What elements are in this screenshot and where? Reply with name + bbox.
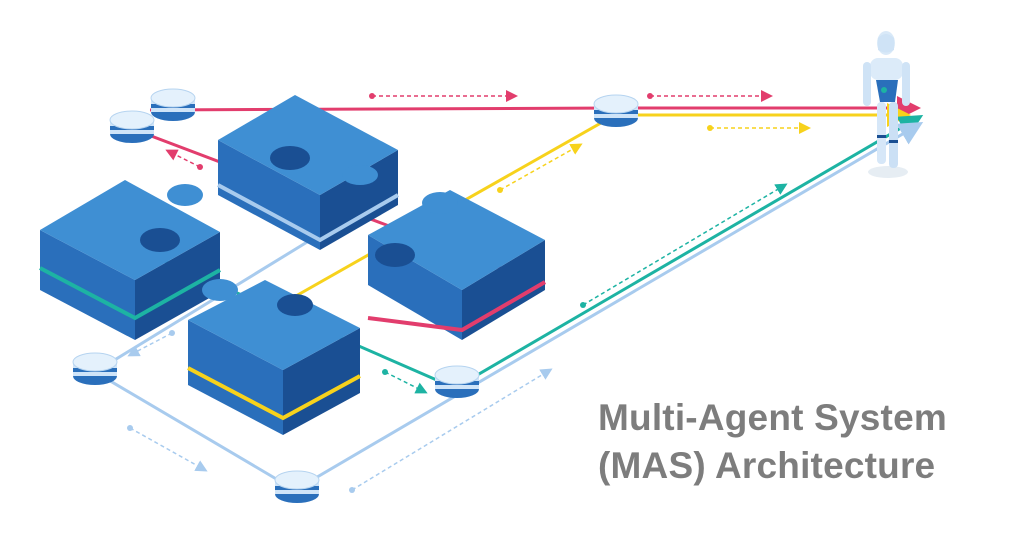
title-line-1: Multi-Agent System (598, 397, 947, 438)
database-node-icon (150, 88, 196, 122)
puzzle-piece-icon (367, 190, 547, 340)
robot-icon (863, 31, 910, 178)
puzzle-piece-icon (217, 95, 399, 250)
database-node-icon (109, 110, 155, 144)
diagram-title: Multi-Agent System (MAS) Architecture (598, 394, 947, 490)
database-node-icon (593, 94, 639, 128)
pink-link (149, 96, 921, 120)
flow-arrows (127, 90, 811, 493)
puzzle-piece-icon (39, 180, 221, 340)
database-node-icon (434, 365, 480, 399)
title-line-2: (MAS) Architecture (598, 445, 936, 486)
lightblue-link (92, 121, 924, 492)
database-node-icon (72, 352, 118, 386)
database-node-icon (274, 470, 320, 504)
puzzle-piece-icon (187, 279, 361, 435)
